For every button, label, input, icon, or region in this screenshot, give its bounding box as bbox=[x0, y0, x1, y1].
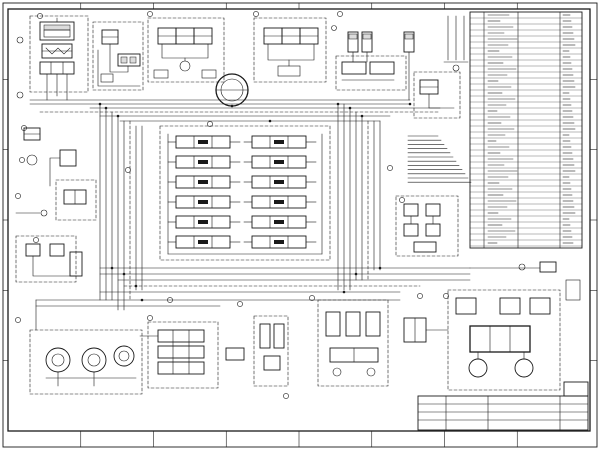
junction-dot bbox=[268, 119, 272, 123]
callout-circle bbox=[37, 13, 43, 19]
junction-dot bbox=[116, 114, 120, 118]
notes-block bbox=[407, 135, 472, 183]
callout-circle bbox=[125, 167, 131, 173]
spool-fill bbox=[274, 240, 284, 244]
callout-circle bbox=[417, 293, 423, 299]
title-block bbox=[417, 381, 589, 431]
junction-dot bbox=[140, 298, 144, 302]
callout-circle bbox=[19, 157, 25, 163]
callout-circle bbox=[399, 197, 405, 203]
small-valves-right bbox=[469, 261, 581, 301]
valve-bank-top-center bbox=[147, 17, 225, 83]
vertical-bundle-left bbox=[99, 103, 143, 311]
spool-fill bbox=[198, 240, 208, 244]
spool-fill bbox=[198, 140, 208, 144]
callout-circle bbox=[33, 237, 39, 243]
callout-circle bbox=[147, 11, 153, 17]
callout-circle bbox=[21, 125, 27, 131]
cylinder-group-top-right bbox=[331, 25, 415, 101]
callout-circle bbox=[147, 315, 153, 321]
junction-dot bbox=[342, 290, 346, 294]
junction-dot bbox=[336, 102, 340, 106]
valve-slices bbox=[167, 135, 323, 255]
pump-group-bottom-left bbox=[29, 299, 143, 395]
callout-circle bbox=[283, 393, 289, 399]
valve-bank-bottom-center bbox=[139, 321, 219, 389]
main-line-bundle-upper bbox=[29, 99, 441, 122]
junction-dot bbox=[354, 272, 358, 276]
motor-group-bottom-right bbox=[403, 289, 561, 391]
callout-circle bbox=[15, 317, 21, 323]
actuator-group-top-left bbox=[16, 15, 89, 101]
rotary-joint bbox=[215, 73, 249, 107]
callout-circle bbox=[167, 297, 173, 303]
spool-fill bbox=[274, 140, 284, 144]
spool-fill bbox=[274, 220, 284, 224]
spool-fill bbox=[198, 160, 208, 164]
callout-circle bbox=[15, 193, 21, 199]
junction-dot bbox=[122, 272, 126, 276]
valve-bank-top-right-center bbox=[253, 17, 327, 83]
spool-fill bbox=[198, 180, 208, 184]
parts-table bbox=[469, 11, 583, 249]
spool-fill bbox=[274, 200, 284, 204]
callout-circle bbox=[253, 11, 259, 17]
junction-dot bbox=[360, 114, 364, 118]
side-legend-marks bbox=[443, 15, 469, 72]
junction-dot bbox=[378, 266, 382, 270]
junction-dot bbox=[348, 106, 352, 110]
spool-fill bbox=[274, 180, 284, 184]
spool-fill bbox=[198, 220, 208, 224]
callout-circle bbox=[309, 295, 315, 301]
table-rows bbox=[469, 14, 583, 247]
callout-circle bbox=[237, 301, 243, 307]
junction-dot bbox=[230, 104, 234, 108]
junction-dot bbox=[134, 284, 138, 288]
callout-circle bbox=[443, 293, 449, 299]
note-lines bbox=[407, 135, 472, 183]
cylinder-group-bottom bbox=[225, 299, 389, 387]
junction-dot bbox=[110, 266, 114, 270]
callout-circle bbox=[337, 11, 343, 17]
junction-dot bbox=[408, 102, 412, 106]
main-line-bundle-lower bbox=[35, 267, 471, 307]
junction-dot bbox=[98, 102, 102, 106]
spool-fill bbox=[274, 160, 284, 164]
callout-circle bbox=[207, 121, 213, 127]
right-valve-cluster bbox=[395, 71, 461, 257]
vertical-bundle-right bbox=[337, 103, 381, 291]
junction-dot bbox=[104, 106, 108, 110]
control-valve-block bbox=[159, 125, 331, 261]
valve-bank-top-left bbox=[92, 21, 144, 91]
spool-fill bbox=[198, 200, 208, 204]
connection-nodes bbox=[15, 11, 449, 399]
left-components bbox=[15, 127, 97, 283]
callout-circle bbox=[387, 165, 393, 171]
